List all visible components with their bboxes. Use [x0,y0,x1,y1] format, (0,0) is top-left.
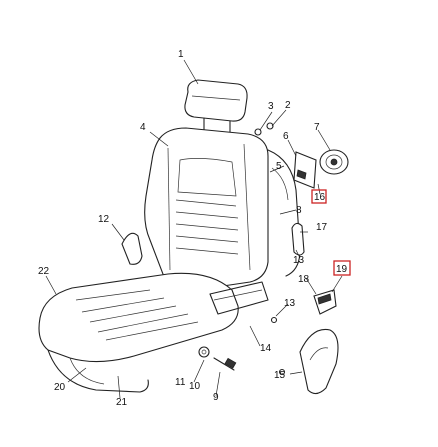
callout-5: 5 [276,161,282,172]
callout-labels: 1 2 3 4 5 6 7 8 9 10 11 12 13 13 14 15 1… [38,49,348,408]
fasteners [198,122,286,376]
callout-8: 8 [296,205,302,216]
callout-4: 4 [140,122,146,133]
headrest [184,79,248,137]
callout-14: 14 [260,343,272,354]
callout-12: 12 [98,214,110,225]
side-cover [299,328,339,395]
seat-backrest [144,127,269,292]
callout-3: 3 [268,101,274,112]
callout-9: 9 [213,392,219,403]
callout-19: 19 [336,264,348,275]
mount-bracket [293,151,317,189]
callout-15: 15 [274,370,286,381]
adjuster-knob [319,149,349,175]
callout-6: 6 [283,131,289,142]
seat-handle [313,289,337,315]
side-panel [267,149,301,277]
callout-2: 2 [285,100,291,111]
callout-17: 17 [316,222,328,233]
highlight-box-19 [333,260,351,276]
callout-13-lower: 13 [284,298,296,309]
seat-cushion [38,272,239,393]
callout-18: 18 [298,274,310,285]
seat-rail [209,281,269,315]
callout-21: 21 [116,397,128,408]
callout-22: 22 [38,266,50,277]
leader-lines [45,59,343,399]
release-lever [291,222,305,256]
callout-13-upper: 13 [293,255,305,266]
callout-10: 10 [189,381,201,392]
callout-1: 1 [178,49,184,60]
callout-7: 7 [314,122,320,133]
callout-16: 16 [314,192,326,203]
callout-20: 20 [54,382,66,393]
highlight-box-16 [311,189,327,204]
callout-11: 11 [175,377,186,388]
recliner-hinge [121,232,143,265]
